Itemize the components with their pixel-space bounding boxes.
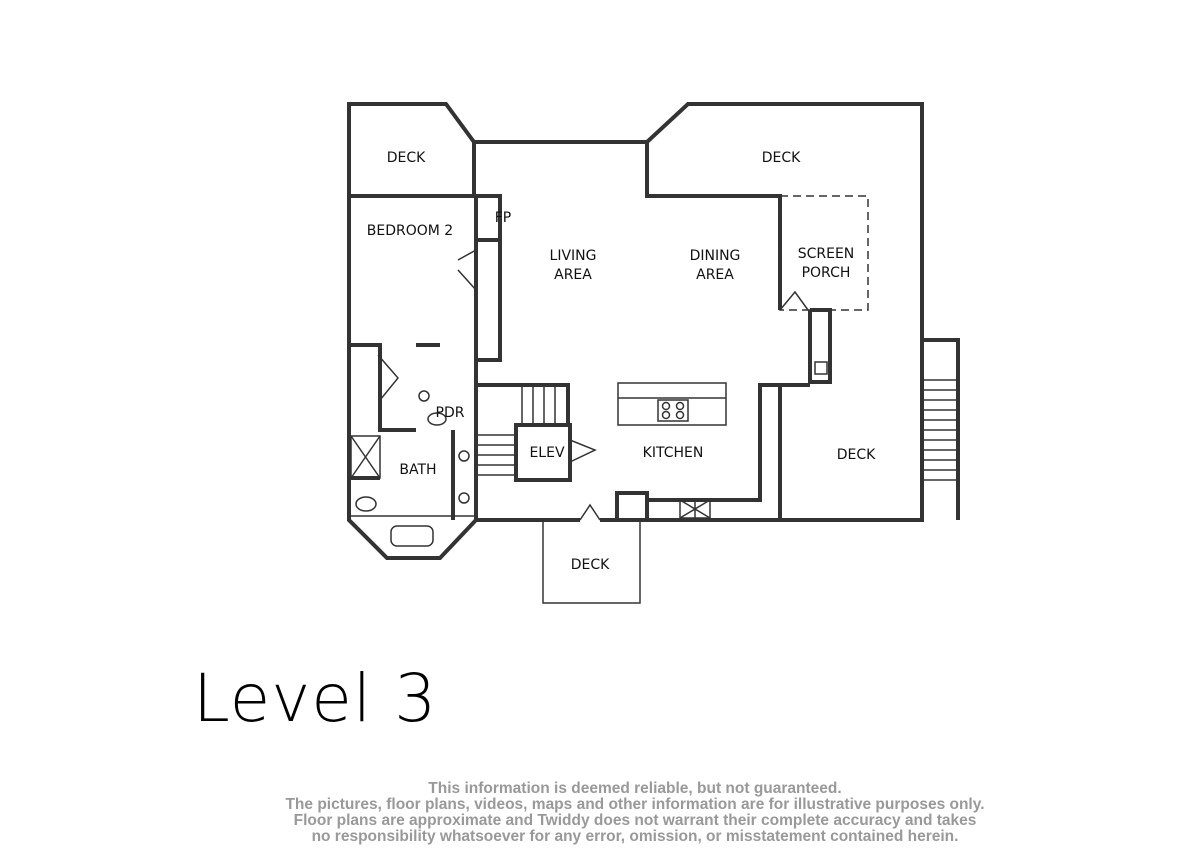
walls xyxy=(347,102,960,560)
room-labels: DECK DECK BEDROOM 2 FP LIVING AREA DININ… xyxy=(367,150,876,573)
porch-label-2: PORCH xyxy=(802,265,851,281)
elev-label: ELEV xyxy=(529,445,564,461)
disclaimer-line: no responsibility whatsoever for any err… xyxy=(311,828,959,845)
deck-top-right-label: DECK xyxy=(762,150,801,166)
porch-label-1: SCREEN xyxy=(798,246,855,262)
disclaimer: This information is deemed reliable, but… xyxy=(200,781,1070,845)
kitchen-label: KITCHEN xyxy=(643,445,704,461)
disclaimer-line: Floor plans are approximate and Twiddy d… xyxy=(293,812,977,829)
level-title: Level 3 xyxy=(193,660,438,737)
details xyxy=(349,195,959,604)
fp-label: FP xyxy=(495,210,512,226)
disclaimer-line: The pictures, floor plans, videos, maps … xyxy=(285,796,985,813)
deck-bottom-label: DECK xyxy=(571,557,610,573)
pdr-label: PDR xyxy=(436,405,465,421)
bedroom2-label: BEDROOM 2 xyxy=(367,223,453,239)
disclaimer-line: This information is deemed reliable, but… xyxy=(428,780,842,797)
dining-label-2: AREA xyxy=(696,267,734,283)
living-label-1: LIVING xyxy=(550,248,597,264)
bath-label: BATH xyxy=(399,462,436,478)
dining-label-1: DINING xyxy=(690,248,741,264)
deck-top-left-label: DECK xyxy=(387,150,426,166)
living-label-2: AREA xyxy=(554,267,592,283)
deck-right-label: DECK xyxy=(837,447,876,463)
